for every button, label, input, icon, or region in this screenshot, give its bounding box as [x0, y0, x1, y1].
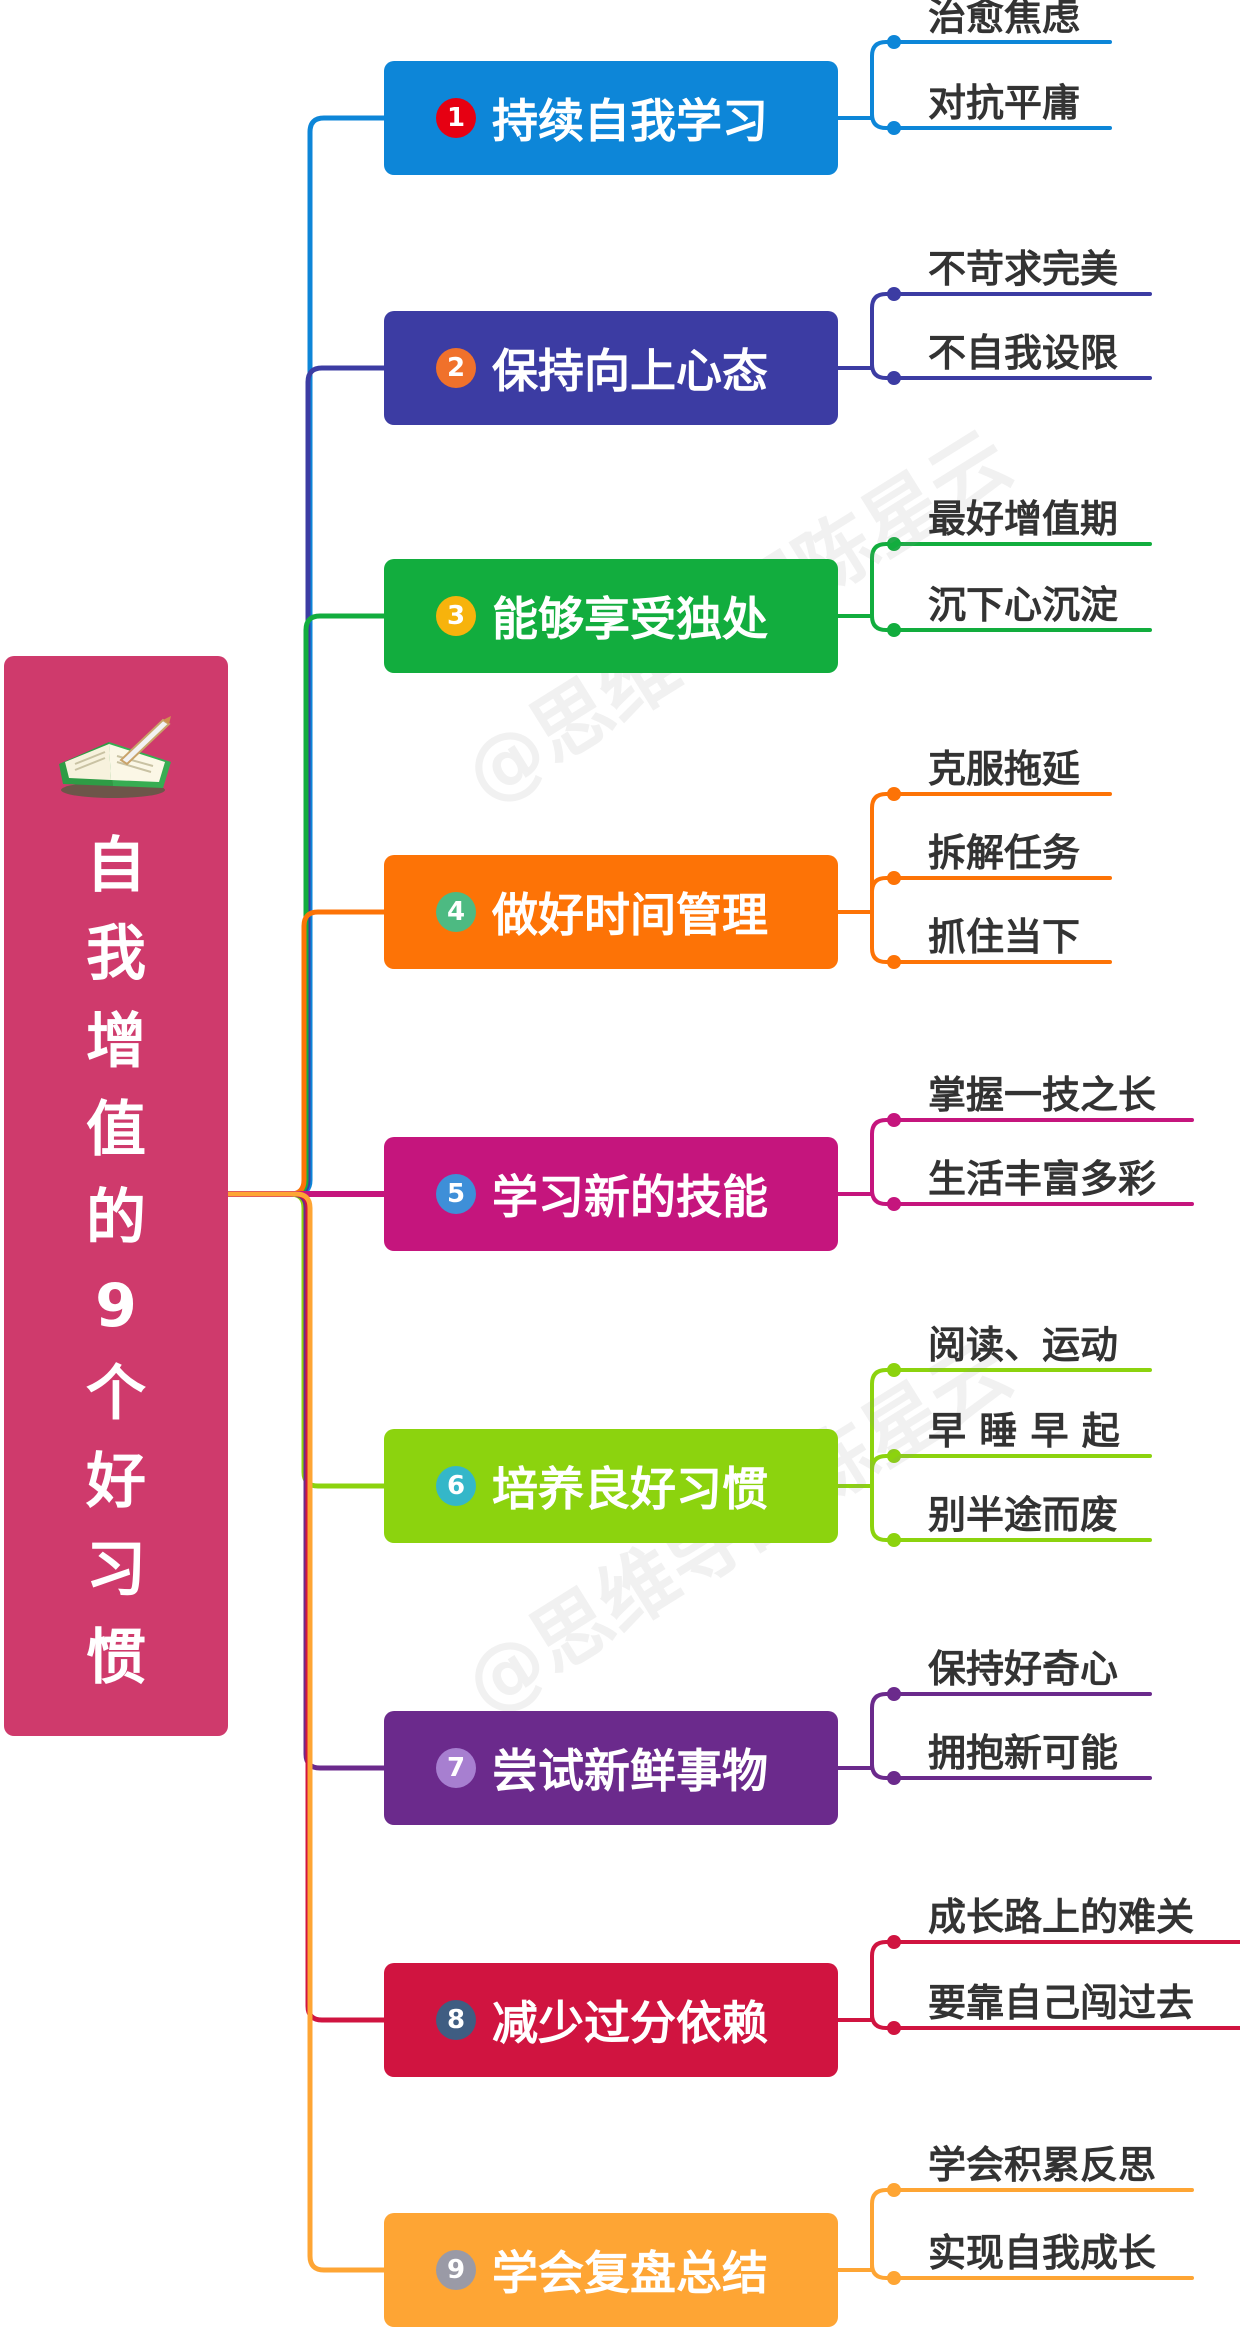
subtopic[interactable]: 要靠自己闯过去	[928, 1981, 1195, 2025]
leaf-connector	[870, 910, 1112, 964]
connector-dot	[887, 1197, 901, 1211]
subtopic[interactable]: 保持好奇心	[928, 1647, 1119, 1691]
connector-dot	[887, 1771, 901, 1785]
leaf-connector	[870, 40, 1112, 120]
subtopic[interactable]: 不苛求完美	[928, 247, 1119, 291]
subtopic[interactable]: 拥抱新可能	[928, 1731, 1119, 1775]
connector-dot	[887, 1687, 901, 1701]
connector-dot	[887, 2183, 901, 2197]
connector-dot	[887, 1113, 901, 1127]
branch-line	[225, 1191, 387, 2023]
root-title: 自我增值的9个好习惯	[86, 831, 146, 1693]
topic-4[interactable]: 4 做好时间管理	[384, 855, 838, 969]
branch-line	[225, 909, 387, 1197]
number-badge: 8	[436, 2000, 476, 2040]
leaf-connector	[870, 1118, 1194, 1196]
leaf-connector	[870, 363, 1152, 380]
subtopic[interactable]: 抓住当下	[928, 915, 1081, 959]
topic-label: 培养良好习惯	[492, 1462, 768, 1516]
topic-label: 保持向上心态	[492, 344, 768, 398]
leaf-connector	[870, 2013, 1240, 2030]
connector-dot	[887, 787, 901, 801]
subtopic[interactable]: 不自我设限	[928, 331, 1119, 375]
connector-dot	[887, 537, 901, 551]
subtopic[interactable]: 最好增值期	[928, 497, 1119, 541]
topic-label: 学习新的技能	[492, 1170, 768, 1224]
number-badge: 9	[436, 2250, 476, 2290]
number-badge: 3	[436, 596, 476, 636]
topic-9[interactable]: 9 学会复盘总结	[384, 2213, 838, 2327]
subtopic[interactable]: 成长路上的难关	[928, 1895, 1195, 1939]
topic-8[interactable]: 8 减少过分依赖	[384, 1963, 838, 2077]
connector-dot	[887, 35, 901, 49]
number-badge: 1	[436, 98, 476, 138]
number-badge: 4	[436, 892, 476, 932]
topic-label: 减少过分依赖	[492, 1996, 768, 2050]
topic-label: 尝试新鲜事物	[492, 1744, 768, 1798]
subtopic[interactable]: 拆解任务	[928, 831, 1081, 875]
leaf-connector	[870, 542, 1152, 618]
leaf-connector	[870, 1763, 1152, 1780]
topic-label: 学会复盘总结	[492, 2246, 768, 2300]
topic-5[interactable]: 5 学习新的技能	[384, 1137, 838, 1251]
subtopic[interactable]: 克服拖延	[928, 747, 1081, 791]
leaf-connector	[870, 2263, 1194, 2280]
leaf-connector	[870, 1692, 1152, 1770]
connector-dot	[887, 871, 901, 885]
leaf-connector	[870, 2188, 1194, 2272]
subtopic[interactable]: 阅读、运动	[928, 1323, 1119, 1367]
branch-line	[225, 1191, 387, 2273]
leaf-connector	[870, 1368, 1152, 1488]
leaf-connector	[870, 792, 1112, 914]
connector-dot	[887, 1449, 901, 1463]
subtopic[interactable]: 早 睡 早 起	[928, 1409, 1120, 1453]
topic-label: 能够享受独处	[492, 592, 768, 646]
subtopic[interactable]: 对抗平庸	[928, 81, 1081, 125]
connector-dot	[887, 1935, 901, 1949]
topic-2[interactable]: 2 保持向上心态	[384, 311, 838, 425]
subtopic[interactable]: 沉下心沉淀	[928, 583, 1119, 627]
subtopic[interactable]: 实现自我成长	[928, 2231, 1157, 2275]
topic-3[interactable]: 3 能够享受独处	[384, 559, 838, 673]
leaf-connector	[870, 292, 1152, 370]
subtopic[interactable]: 生活丰富多彩	[928, 1157, 1157, 1201]
leaf-connector	[870, 1484, 1152, 1542]
connector-dot	[887, 121, 901, 135]
subtopic[interactable]: 学会积累反思	[928, 2143, 1157, 2187]
topic-label: 做好时间管理	[492, 888, 768, 942]
connector-dot	[887, 623, 901, 637]
leaf-connector	[870, 1189, 1194, 1206]
leaf-connector	[870, 876, 1112, 914]
topic-7[interactable]: 7 尝试新鲜事物	[384, 1711, 838, 1825]
open-book-with-quill-icon	[59, 716, 171, 798]
leaf-connector	[870, 614, 1152, 632]
root-topic[interactable]: 自我增值的9个好习惯	[4, 656, 228, 1736]
connector-dot	[887, 2021, 901, 2035]
connector-dot	[887, 1533, 901, 1547]
number-badge: 5	[436, 1174, 476, 1214]
connector-dot	[887, 1363, 901, 1377]
subtopic[interactable]: 掌握一技之长	[928, 1073, 1157, 1117]
leaf-connector	[870, 113, 1112, 130]
leaf-connector	[870, 1454, 1152, 1488]
subtopic[interactable]: 别半途而废	[928, 1493, 1119, 1537]
topic-1[interactable]: 1 持续自我学习	[384, 61, 838, 175]
connector-dot	[887, 2271, 901, 2285]
connector-dot	[887, 955, 901, 969]
connector-dot	[887, 371, 901, 385]
number-badge: 2	[436, 348, 476, 388]
number-badge: 6	[436, 1466, 476, 1506]
leaf-connector	[870, 1940, 1240, 2022]
connector-dot	[887, 287, 901, 301]
topic-label: 持续自我学习	[492, 94, 768, 148]
number-badge: 7	[436, 1748, 476, 1788]
subtopic[interactable]: 治愈焦虑	[928, 0, 1081, 39]
topic-6[interactable]: 6 培养良好习惯	[384, 1429, 838, 1543]
